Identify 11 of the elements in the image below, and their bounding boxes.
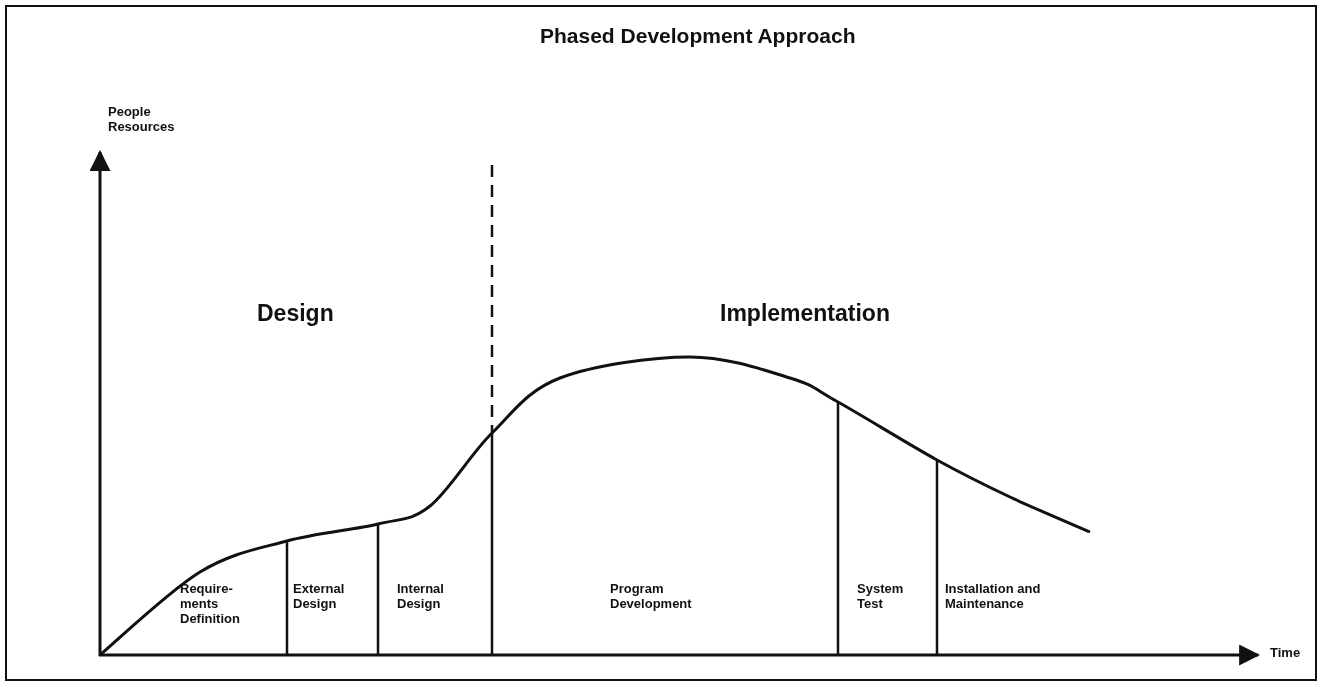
region-label: Design [257,300,334,327]
axis-label: People Resources [108,105,176,135]
region-label: Implementation [720,300,890,327]
axis-label: Time [1270,646,1301,661]
phase-label: Program Development [610,582,693,612]
phase-label: Installation and Maintenance [945,582,1042,612]
chart-title: Phased Development Approach [540,24,856,49]
phase-label: External Design [293,582,346,612]
phase-label: Require- ments Definition [180,582,241,627]
phase-label: Internal Design [397,582,445,612]
phase-label: System Test [857,582,905,612]
